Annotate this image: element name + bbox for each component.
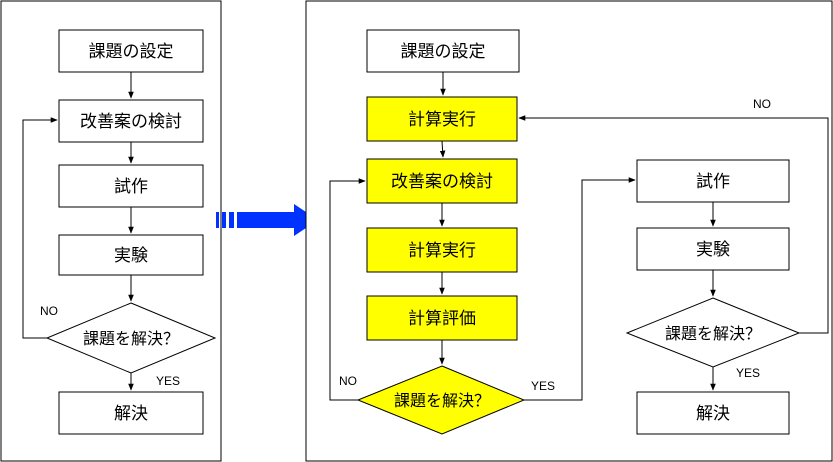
right-no-loop xyxy=(329,178,366,401)
sub-no-loop xyxy=(518,115,829,334)
right-calc-eval-box: 計算評価 xyxy=(366,295,518,341)
right-decision-label: 課題を解決？ xyxy=(394,391,490,410)
left-prototype-box: 試作 xyxy=(58,164,204,208)
sub-yes-label: YES xyxy=(736,366,760,380)
left-prototype-label: 試作 xyxy=(114,177,148,197)
left-no-label: NO xyxy=(40,304,58,318)
left-solution-label: 解決 xyxy=(114,404,148,424)
sub-prototype-label: 試作 xyxy=(696,172,730,192)
right-calc-run-box-2: 計算実行 xyxy=(366,227,518,273)
right-set-problem-box: 課題の設定 xyxy=(366,29,520,73)
sub-solution-box: 解決 xyxy=(636,391,790,435)
left-decision-label: 課題を解決？ xyxy=(83,329,179,348)
left-panel xyxy=(0,0,222,462)
left-decision-diamond: 課題を解決？ xyxy=(45,302,217,374)
blue-block-arrow-icon xyxy=(216,204,318,236)
sub-decision-label: 課題を解決？ xyxy=(665,324,761,343)
right-decision-diamond: 課題を解決？ xyxy=(356,365,526,435)
sub-prototype-box: 試作 xyxy=(636,159,790,203)
sub-solution-label: 解決 xyxy=(696,404,730,424)
left-improvement-box: 改善案の検討 xyxy=(58,99,204,143)
right-set-problem-label: 課題の設定 xyxy=(401,42,486,62)
left-experiment-label: 実験 xyxy=(114,246,148,266)
right-calc-run-label-2: 計算実行 xyxy=(408,241,476,261)
right-calc-eval-label: 計算評価 xyxy=(408,309,476,329)
left-experiment-box: 実験 xyxy=(58,234,204,276)
left-no-loop xyxy=(22,117,58,339)
sub-experiment-label: 実験 xyxy=(696,240,730,260)
sub-experiment-box: 実験 xyxy=(636,227,790,271)
right-improvement-box: 改善案の検討 xyxy=(366,158,518,204)
left-set-problem-box: 課題の設定 xyxy=(58,29,204,73)
right-calc-run-box-1: 計算実行 xyxy=(366,96,518,142)
right-yes-label: YES xyxy=(531,379,555,393)
right-calc-run-label-1: 計算実行 xyxy=(408,110,476,130)
right-improvement-label: 改善案の検討 xyxy=(391,172,493,192)
left-solution-box: 解決 xyxy=(58,391,204,435)
left-yes-label: YES xyxy=(156,374,180,388)
right-yes-path xyxy=(524,177,636,401)
left-improvement-label: 改善案の検討 xyxy=(80,112,182,132)
left-set-problem-label: 課題の設定 xyxy=(89,42,174,62)
sub-decision-diamond: 課題を解決？ xyxy=(625,297,801,368)
sub-no-label: NO xyxy=(753,97,771,111)
right-no-label: NO xyxy=(339,374,357,388)
right-connector xyxy=(439,140,446,158)
